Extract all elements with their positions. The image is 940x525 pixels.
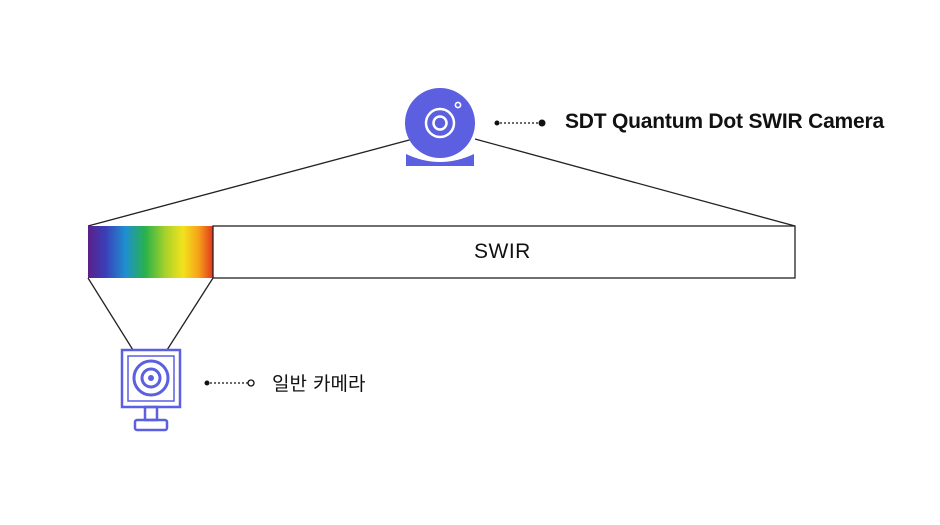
normal-camera-label: 일반 카메라 bbox=[272, 373, 366, 395]
swir-fov-left-line bbox=[87, 138, 414, 227]
normal-fov-left-line bbox=[87, 277, 134, 351]
swir-fov-right-line bbox=[474, 138, 796, 227]
swir-band-box bbox=[212, 225, 796, 279]
quantum-dot-camera-icon bbox=[405, 88, 475, 166]
normal-fov-right-line bbox=[166, 277, 214, 351]
standard-camera-icon bbox=[120, 348, 182, 432]
swir-camera-label: SDT Quantum Dot SWIR Camera bbox=[565, 110, 884, 133]
swir-band-label: SWIR bbox=[474, 240, 531, 263]
swir-camera-leader bbox=[494, 119, 546, 127]
normal-camera-leader bbox=[204, 379, 255, 387]
visible-spectrum-block bbox=[88, 226, 213, 278]
